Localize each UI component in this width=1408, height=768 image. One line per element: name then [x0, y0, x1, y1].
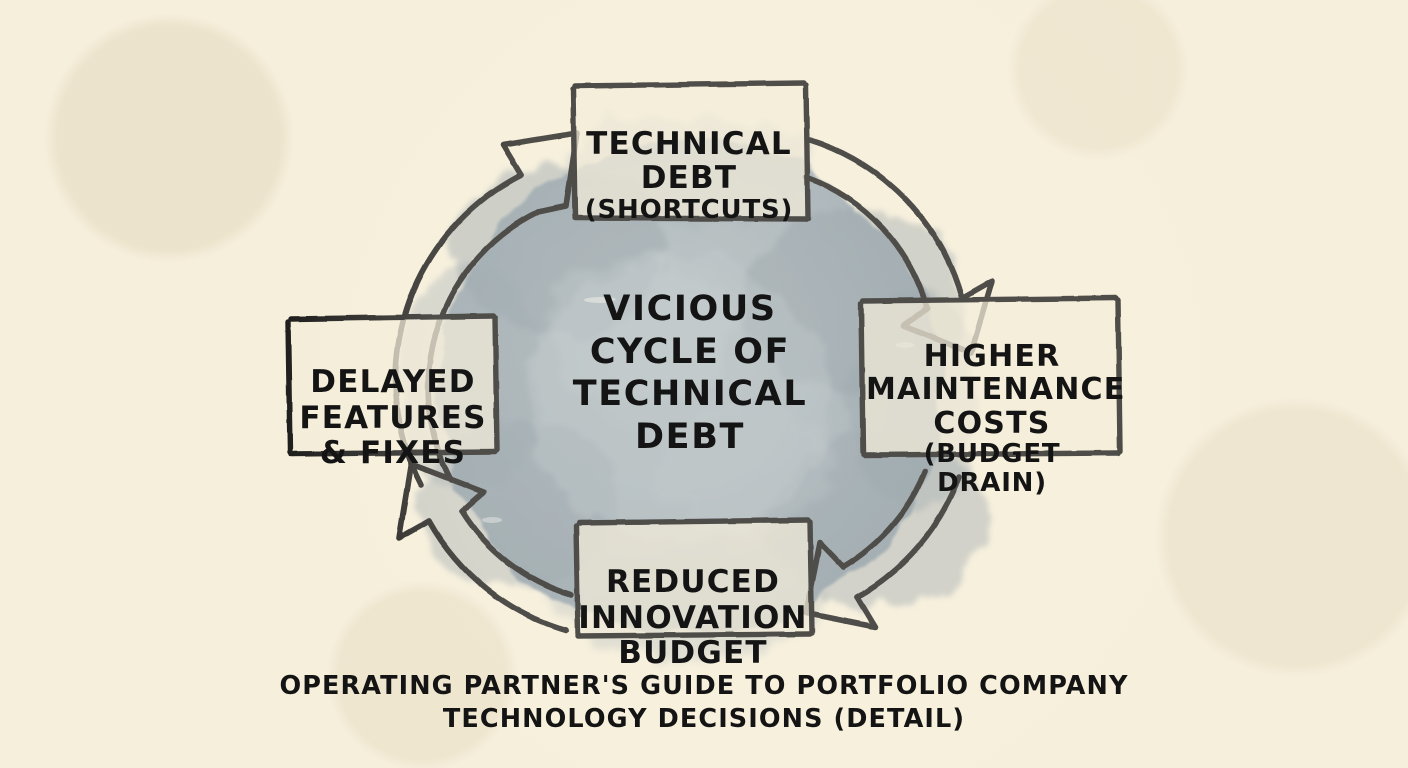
node-subtitle-higher-maintenance: (BUDGET DRAIN) — [923, 439, 1061, 499]
node-title-delayed-features: DELAYED FEATURES & FIXES — [299, 364, 487, 471]
node-title-technical-debt: TECHNICAL DEBT — [586, 125, 792, 197]
arrow-bottom-left — [396, 461, 574, 633]
node-title-reduced-innovation: REDUCED INNOVATION BUDGET — [578, 564, 808, 671]
node-label-reduced-innovation: REDUCED INNOVATION BUDGET — [578, 530, 808, 671]
node-subtitle-technical-debt: (SHORTCUTS) — [584, 195, 794, 226]
node-boxes — [285, 80, 1123, 639]
node-box-technical-debt[interactable] — [570, 80, 811, 222]
node-box-higher-maintenance[interactable] — [858, 295, 1123, 458]
node-box-delayed-features[interactable] — [285, 313, 500, 457]
center-label: VICIOUS CYCLE OF TECHNICAL DEBT — [572, 289, 808, 458]
node-label-higher-maintenance: HIGHER MAINTENANCE COSTS (BUDGET DRAIN) — [866, 306, 1124, 532]
node-box-reduced-innovation[interactable] — [573, 517, 815, 639]
node-label-technical-debt: TECHNICAL DEBT (SHORTCUTS) — [575, 92, 803, 260]
node-title-higher-maintenance: HIGHER MAINTENANCE COSTS — [866, 338, 1126, 441]
node-label-delayed-features: DELAYED FEATURES & FIXES — [290, 330, 496, 471]
caption: OPERATING PARTNER'S GUIDE TO PORTFOLIO C… — [279, 671, 1129, 734]
